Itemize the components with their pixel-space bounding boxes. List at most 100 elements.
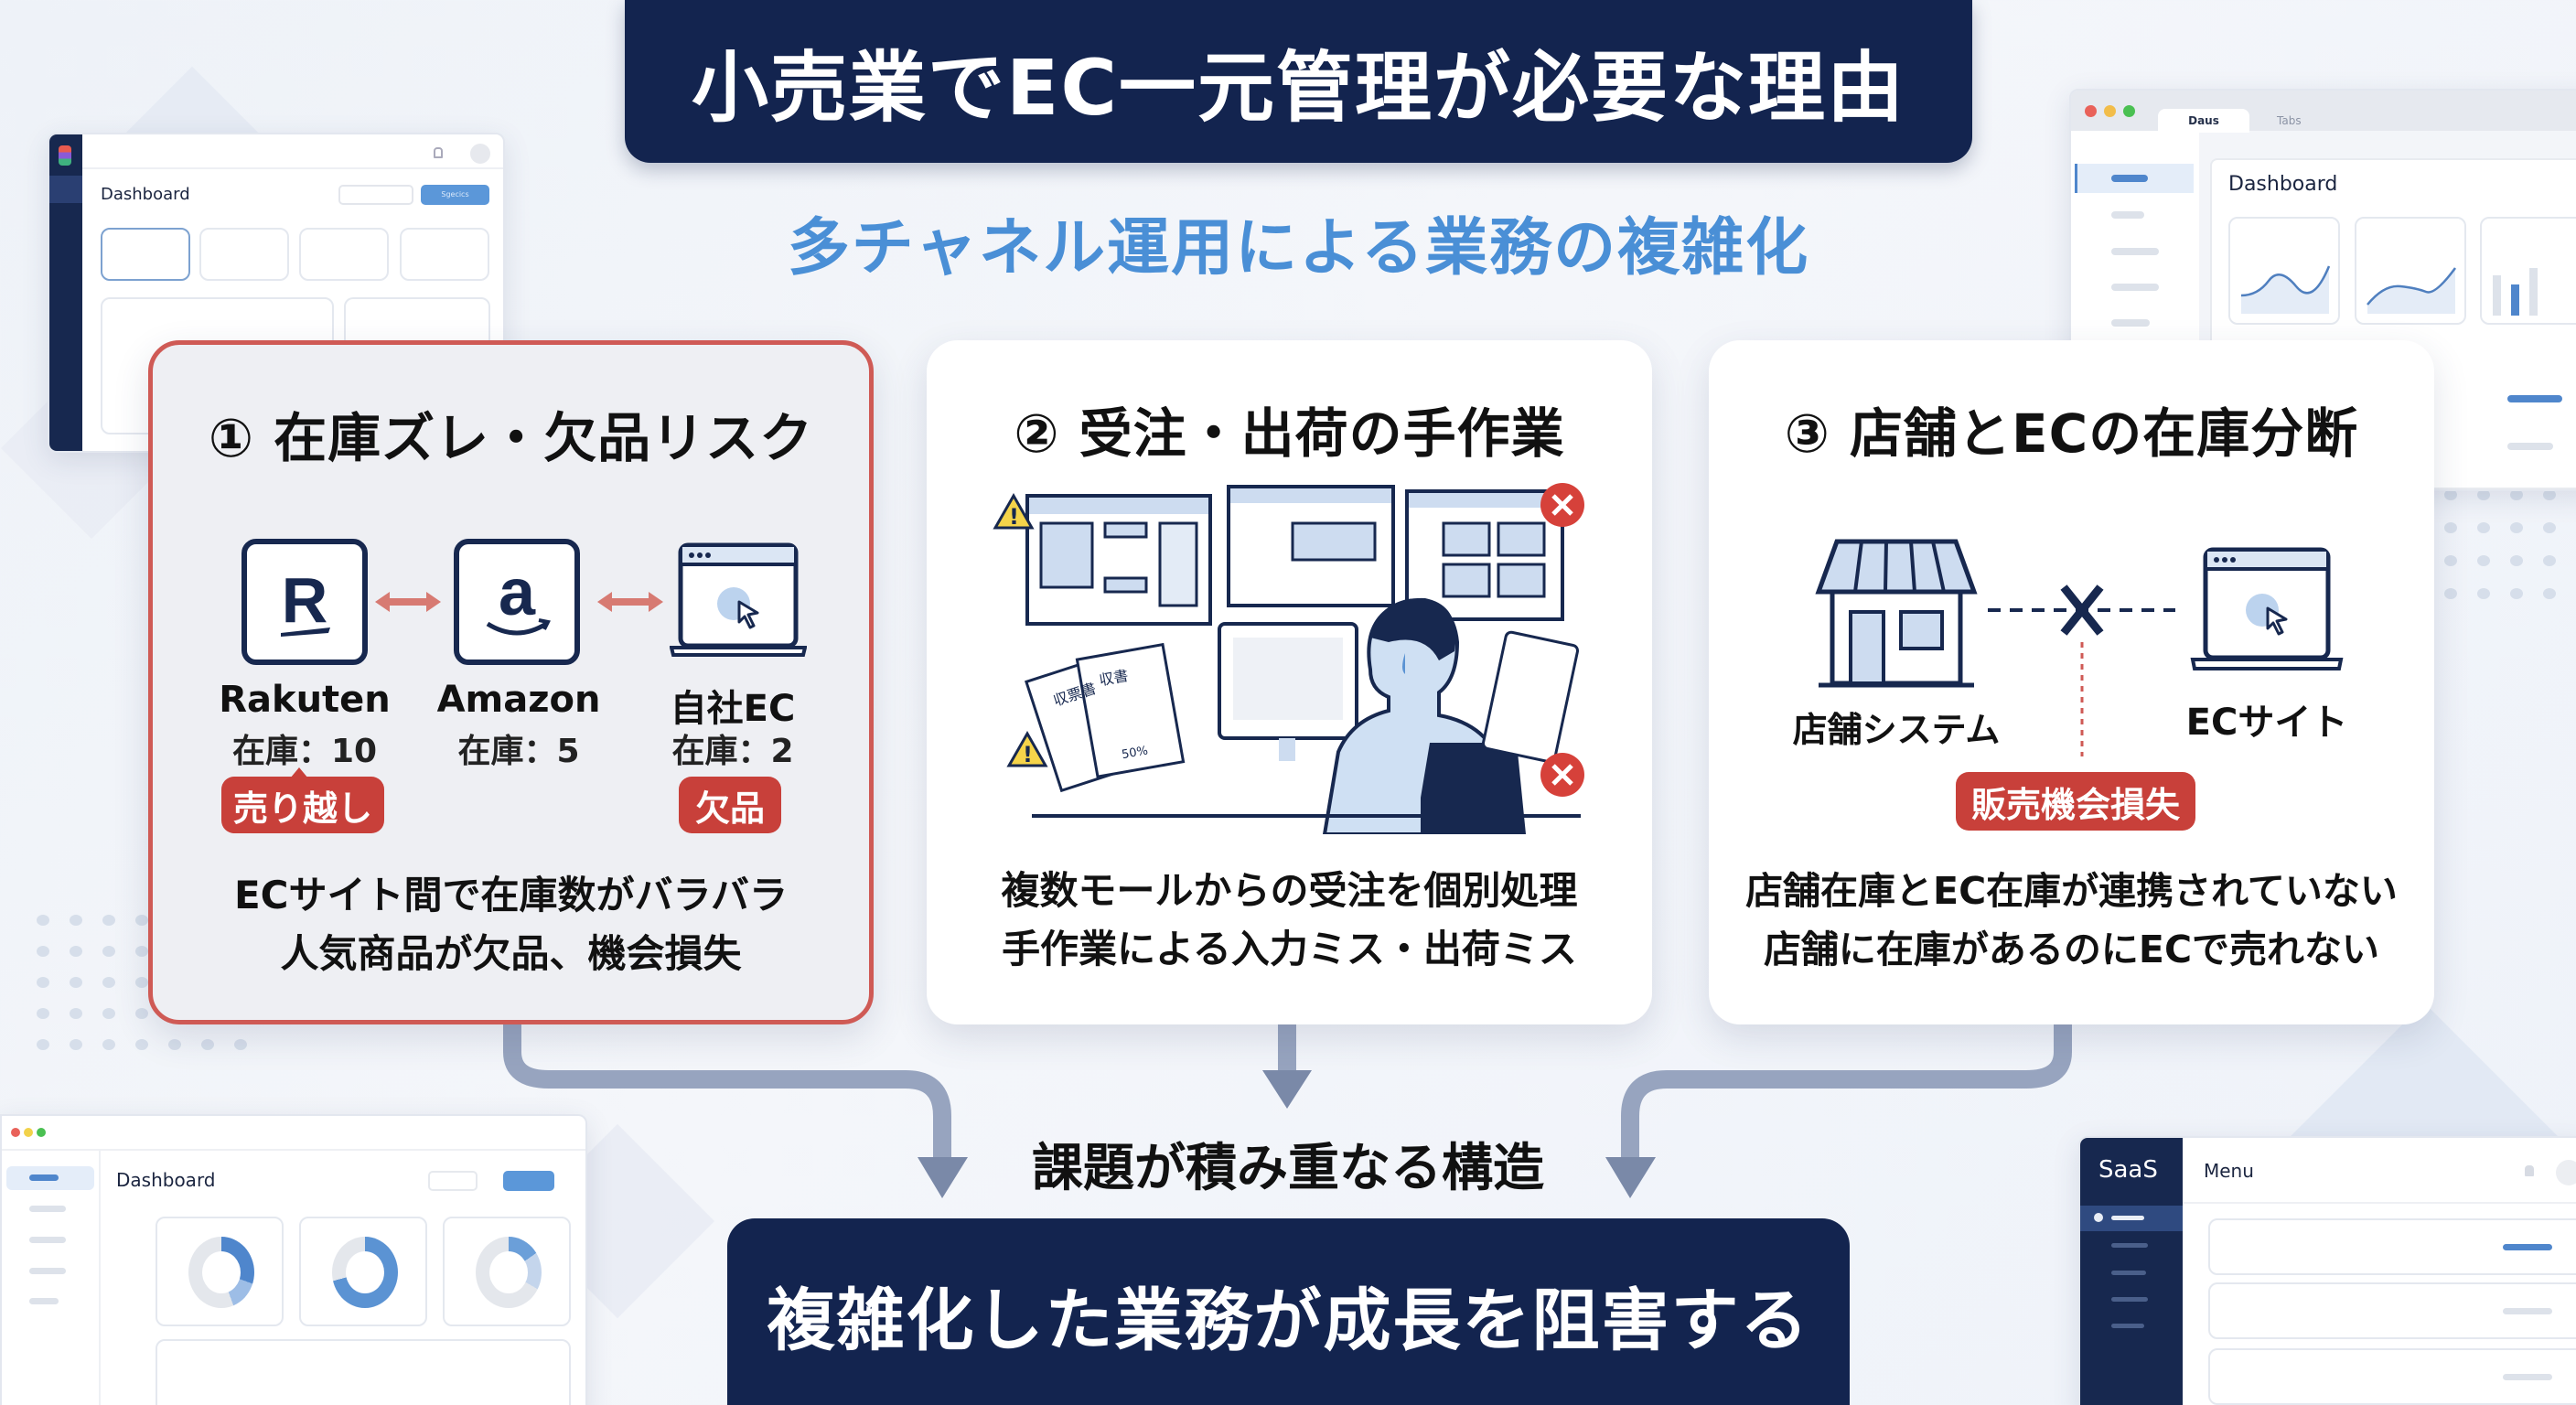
svg-text:!: ! (1009, 504, 1019, 530)
card-description-line: 手作業による入力ミス・出荷ミス (1002, 927, 1577, 971)
svg-text:!: ! (1023, 742, 1033, 767)
bar-chart-card (2480, 217, 2576, 325)
titlebar (2071, 91, 2576, 131)
sidebar-label (29, 1268, 66, 1274)
saas-label (2111, 1271, 2146, 1275)
card-title: ② 受注・出荷の手作業 (1014, 402, 1565, 465)
minimize-dot-icon (2104, 105, 2116, 117)
mock-dashboard-bottom-left: Dashboard (0, 1114, 587, 1405)
sidebar-label (29, 1237, 66, 1243)
store-icon (1815, 539, 1978, 688)
channel-name: Amazon (436, 679, 601, 721)
sidebar-label (29, 1298, 59, 1304)
double-arrow-icon (375, 592, 441, 612)
bg-dot-grid (2444, 489, 2556, 599)
tab-active: Daus (2158, 109, 2249, 133)
channel-stock: 在庫：2 (671, 733, 794, 770)
amazon-logo-icon: a (454, 539, 580, 665)
logo-icon (59, 145, 71, 166)
svg-text:R: R (282, 564, 328, 636)
stat-card (101, 228, 190, 281)
close-dot-icon (11, 1128, 20, 1137)
card-description-line: 店舗在庫とEC在庫が連携されていない (1745, 869, 2398, 913)
double-arrow-icon (597, 592, 663, 612)
bell-icon (434, 147, 443, 158)
avatar (470, 144, 490, 164)
disconnected-link-icon (1988, 585, 2175, 756)
line-chart-card (156, 1339, 571, 1405)
mock-dashboard-title: Dashboard (101, 185, 190, 204)
saas-menu-title: Menu (2204, 1160, 2254, 1182)
table-cell (2507, 443, 2553, 450)
mock-primary-button (503, 1171, 554, 1191)
sidebar-label (2111, 319, 2150, 327)
list-row (2208, 1348, 2576, 1405)
stat-card (400, 228, 489, 281)
ec-site-label: ECサイト (2185, 702, 2348, 744)
svg-text:50%: 50% (1121, 744, 1149, 762)
stat-card (199, 228, 289, 281)
tag-pointer (290, 767, 308, 778)
worker-multiple-screens-illustration: 収票書 収書 50% ! ! (993, 483, 1584, 834)
sidebar-panel (2, 1151, 101, 1405)
donut-card (443, 1217, 571, 1326)
sidebar-label (29, 1174, 59, 1181)
mock-saas-bottom-right: SaaS Menu (2078, 1136, 2576, 1405)
mock-select (338, 185, 413, 205)
out-of-stock-tag: 欠品 (679, 777, 781, 833)
channel-stock: 在庫：5 (457, 733, 580, 770)
conclusion-banner: 複雑化した業務が成長を阻害する (727, 1218, 1850, 1405)
mock-secondary-button (428, 1171, 478, 1191)
card-title: ① 在庫ズレ・欠品リスク (208, 407, 814, 469)
lost-sales-tag: 販売機会損失 (1956, 772, 2195, 831)
problem-card-store-ec-split: ③ 店舗とECの在庫分断 店舗システム ECサイト 販売機会損失 店舗在庫とEC… (1709, 340, 2434, 1024)
donut-card (156, 1217, 284, 1326)
card-description-line: 人気商品が欠品、機会損失 (280, 931, 742, 976)
browser-cursor-icon (2190, 547, 2344, 670)
stat-card (299, 228, 389, 281)
tab-inactive: Tabs (2277, 114, 2302, 127)
saas-label (2111, 1216, 2144, 1220)
page-title: 小売業でEC一元管理が必要な理由 (691, 42, 1906, 133)
svg-text:a: a (499, 556, 536, 629)
channel-name: 自社EC (670, 688, 796, 730)
dot-icon (2094, 1213, 2103, 1222)
home-icon (49, 176, 82, 203)
store-system-label: 店舗システム (1792, 710, 2001, 750)
close-dot-icon (2085, 105, 2097, 117)
sidebar-label (29, 1206, 66, 1212)
browser-cursor-icon (670, 542, 807, 657)
list-row (2208, 1218, 2576, 1275)
channel-stock: 在庫：10 (231, 733, 378, 770)
header-divider (2183, 1202, 2576, 1204)
line-chart-card (2228, 217, 2340, 325)
minimize-dot-icon (24, 1128, 33, 1137)
avatar (2556, 1160, 2576, 1185)
bell-icon (2525, 1165, 2534, 1176)
channel-name: Rakuten (219, 679, 391, 721)
mock-primary-button: Sgecics (421, 185, 489, 205)
title-banner: 小売業でEC一元管理が必要な理由 (625, 0, 1972, 163)
problem-card-manual-work: ② 受注・出荷の手作業 収票書 収書 50% (927, 340, 1652, 1024)
line-chart-card (2355, 217, 2466, 325)
mock-dashboard-title: Dashboard (116, 1169, 216, 1191)
sidebar-label (2111, 248, 2159, 255)
rakuten-logo-icon: R (242, 539, 368, 665)
sidebar-label (2111, 175, 2148, 182)
card-description-line: 複数モールからの受注を個別処理 (1001, 868, 1578, 913)
saas-label (2111, 1324, 2144, 1328)
sidebar-label (2111, 211, 2144, 219)
saas-label (2111, 1297, 2148, 1302)
conclusion-text: 複雑化した業務が成長を阻害する (767, 1282, 1810, 1360)
list-row (2208, 1282, 2576, 1339)
card-title: ③ 店舗とECの在庫分断 (1784, 402, 2359, 465)
table-status-pill (2507, 395, 2562, 402)
mock-dashboard-title: Dashboard (2228, 173, 2338, 196)
sidebar-label (2111, 284, 2159, 291)
saas-brand: SaaS (2098, 1156, 2158, 1184)
card-description-line: 店舗に在庫があるのにECで売れない (1763, 928, 2380, 971)
header-divider (82, 167, 503, 169)
page-subtitle: 多チャネル運用による業務の複雑化 (787, 212, 1810, 284)
card-description-line: ECサイト間で在庫数がバラバラ (233, 873, 789, 917)
